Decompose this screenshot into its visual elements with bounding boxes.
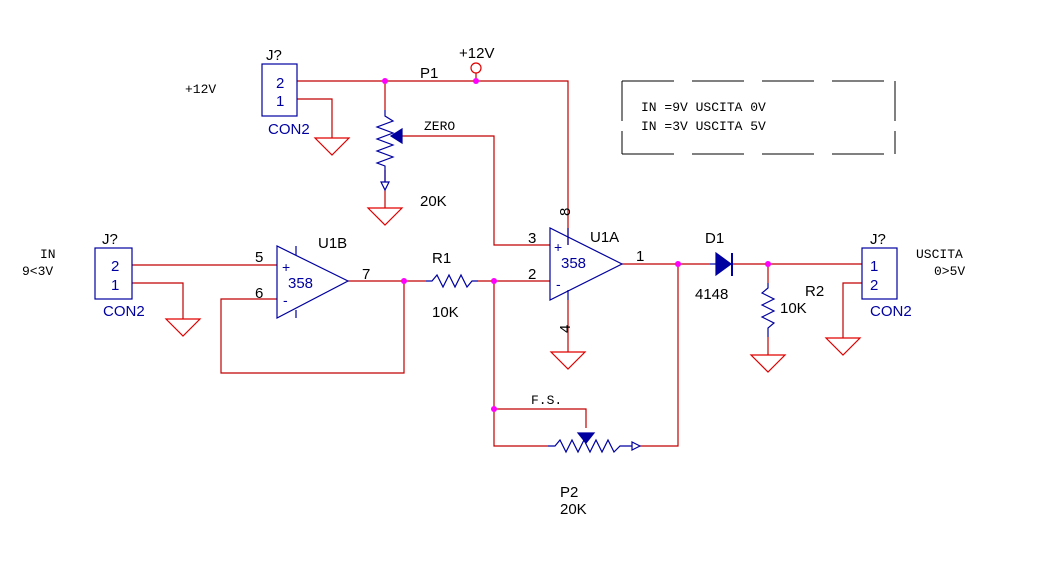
connector-in-pin-top: 2 <box>111 258 119 275</box>
potentiometer-p1-ref: P1 <box>420 65 438 82</box>
resistor-r2-ref: R2 <box>805 283 824 300</box>
power-terminal-icon <box>470 62 482 74</box>
resistor-r1-ref: R1 <box>432 250 451 267</box>
connector-in-type: CON2 <box>103 303 145 320</box>
opamp-u1b-pin-minus: 6 <box>255 285 263 302</box>
wire-out-gnd <box>842 282 862 338</box>
resistor-r2-icon <box>760 283 776 337</box>
opamp-u1b-minus-sign: - <box>283 292 288 308</box>
components <box>94 63 898 454</box>
opamp-u1a-pin-out: 1 <box>636 248 644 265</box>
potentiometer-p2-end-arrow <box>631 441 642 451</box>
opamp-u1a-pin-gnd: 4 <box>557 325 574 333</box>
note-line-1: IN =9V USCITA 0V <box>641 100 766 115</box>
connector-power-type: CON2 <box>268 121 310 138</box>
potentiometer-p1-value: 20K <box>420 193 447 210</box>
input-title: IN <box>40 247 56 262</box>
connector-out-ref: J? <box>870 231 886 248</box>
power-top-label: +12V <box>459 45 494 62</box>
connector-out-type: CON2 <box>870 303 912 320</box>
opamp-u1a-pin-plus: 3 <box>528 230 536 247</box>
wire-fs-wiper <box>494 408 587 428</box>
wire-in-gnd <box>132 282 184 319</box>
junction-u1a-out <box>675 261 681 267</box>
power-left-label: +12V <box>185 82 216 97</box>
opamp-u1a-plus-sign: + <box>554 239 562 255</box>
ground-icon <box>164 318 202 337</box>
wire-p2-out <box>640 264 679 447</box>
diode-d1-icon <box>715 251 733 277</box>
potentiometer-p1-end-arrow <box>380 181 390 192</box>
ground-icon <box>366 207 404 226</box>
opamp-u1a-ref: U1A <box>590 229 619 246</box>
opamp-u1a-pin-vcc: 8 <box>557 208 574 216</box>
potentiometer-p2-ref: P2 <box>560 484 578 501</box>
wire-zero-wiper <box>402 135 550 246</box>
note-line-2: IN =3V USCITA 5V <box>641 119 766 134</box>
junction-12v-rail <box>473 78 479 84</box>
opamp-u1b-icon <box>276 245 350 319</box>
opamp-u1b-part: 358 <box>288 275 313 292</box>
wire-fs-loop <box>493 281 548 447</box>
connector-in-pin-bottom: 1 <box>111 277 119 294</box>
diode-d1-value: 4148 <box>695 286 728 303</box>
junction-r1-out <box>491 278 497 284</box>
fs-label: F.S. <box>531 393 562 408</box>
wire-power-rail <box>297 80 569 245</box>
connector-power-pin-bottom: 1 <box>276 93 284 110</box>
potentiometer-p2-wiper-icon <box>576 432 596 444</box>
connector-in-ref: J? <box>102 231 118 248</box>
wires <box>132 73 862 447</box>
potentiometer-p1-wiper-icon <box>389 127 403 145</box>
junction-fs <box>491 406 497 412</box>
resistor-r2-value: 10K <box>780 300 807 317</box>
opamp-u1b-ref: U1B <box>318 235 347 252</box>
resistor-r1-icon <box>426 273 478 289</box>
output-title: USCITA <box>916 247 963 262</box>
potentiometer-p1-icon <box>375 110 395 170</box>
opamp-u1a-minus-sign: - <box>556 276 561 292</box>
connector-in-box <box>94 247 133 300</box>
junction-r2-top <box>765 261 771 267</box>
connector-out-pin-top: 1 <box>870 258 878 275</box>
junction-p1-rail <box>382 78 388 84</box>
ground-icon <box>549 351 587 370</box>
junction-u1b-out <box>401 278 407 284</box>
ground-icon <box>749 354 787 373</box>
potentiometer-p2-icon <box>548 438 632 454</box>
opamp-u1a-icon <box>549 227 624 301</box>
output-range: 0>5V <box>934 264 965 279</box>
ground-icon <box>824 337 862 356</box>
connector-power-box <box>261 63 298 117</box>
connector-power-ref: J? <box>266 47 282 64</box>
opamp-u1a-pin-minus: 2 <box>528 266 536 283</box>
opamp-u1b-plus-sign: + <box>282 259 290 275</box>
input-range: 9<3V <box>22 264 53 279</box>
opamp-u1b-pin-plus: 5 <box>255 249 263 266</box>
zero-label: ZERO <box>424 119 455 134</box>
connector-power-pin-top: 2 <box>276 75 284 92</box>
potentiometer-p2-value: 20K <box>560 501 587 518</box>
wire-power-gnd <box>297 98 333 138</box>
resistor-r1-value: 10K <box>432 304 459 321</box>
wire-u1b-feedback <box>220 281 405 374</box>
ground-icon <box>313 137 351 156</box>
opamp-u1a-part: 358 <box>561 255 586 272</box>
diode-d1-ref: D1 <box>705 230 724 247</box>
opamp-u1b-pin-out: 7 <box>362 266 370 283</box>
note-box <box>621 80 896 155</box>
connector-out-box <box>861 247 898 300</box>
junctions <box>382 78 771 412</box>
grounds <box>164 137 862 373</box>
connector-out-pin-bottom: 2 <box>870 277 878 294</box>
